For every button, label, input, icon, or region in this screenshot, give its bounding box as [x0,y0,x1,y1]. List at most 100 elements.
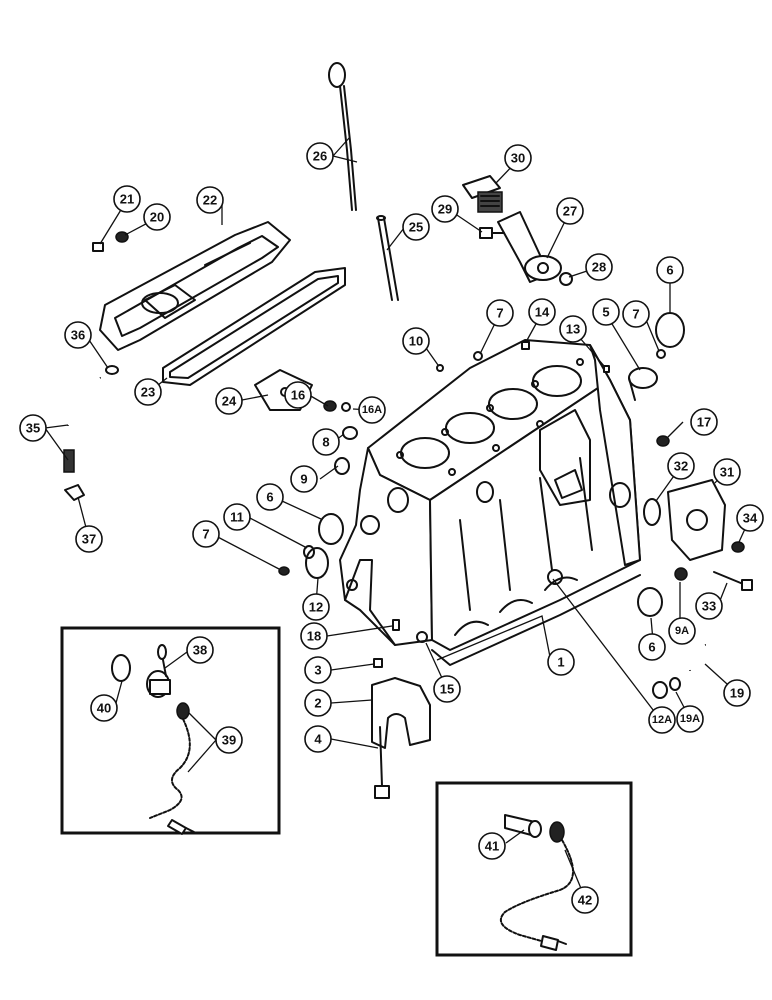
svg-text:15: 15 [440,682,454,697]
hose-clamp [105,365,119,375]
dowel-14 [521,341,530,350]
heater-cable [500,839,574,951]
callout-29: 29 [431,195,459,223]
svg-text:26: 26 [313,149,327,164]
svg-text:16A: 16A [362,404,382,416]
svg-text:6: 6 [648,640,655,655]
callout-16a: 16A [358,396,386,424]
svg-text:6: 6 [266,490,273,505]
fitting-16 [323,400,337,412]
callout-15: 15 [433,675,461,703]
svg-text:40: 40 [97,701,111,716]
plug-10 [436,364,444,372]
svg-text:14: 14 [535,305,550,320]
block-nut [656,435,670,447]
svg-text:3: 3 [314,663,321,678]
expansion-plug-lower [637,587,663,617]
heater-o-ring [111,654,131,682]
callout-11: 11 [223,503,251,531]
dowel-13 [603,365,610,373]
svg-text:9A: 9A [675,625,689,637]
svg-text:32: 32 [674,459,688,474]
valve-cover-gasket [162,267,346,386]
callout-6c: 6 [638,633,666,661]
callout-14: 14 [528,298,556,326]
svg-text:17: 17 [697,415,711,430]
o-ring-28 [559,272,573,286]
svg-text:20: 20 [150,210,164,225]
callout-40: 40 [90,694,118,722]
plug-12a [652,681,668,699]
callout-13: 13 [559,315,587,343]
inset-block-heater [60,626,281,835]
callout-31: 31 [713,458,741,486]
cover-nut [115,231,129,243]
dipstick-tube [376,215,399,301]
svg-text:22: 22 [203,193,217,208]
callout-10: 10 [402,327,430,355]
svg-text:42: 42 [578,893,592,908]
svg-text:18: 18 [307,629,321,644]
callout-16: 16 [284,381,312,409]
water-pump-housing [667,479,726,561]
svg-text:6: 6 [666,263,673,278]
svg-text:29: 29 [438,202,452,217]
callout-27: 27 [556,197,584,225]
svg-text:23: 23 [141,385,155,400]
callout-25: 25 [402,213,430,241]
o-ring-16a [341,402,351,412]
svg-text:13: 13 [566,322,580,337]
filler-bolt [479,227,505,239]
dowel-18 [392,619,400,631]
callout-21: 21 [113,185,141,213]
svg-text:35: 35 [26,421,40,436]
svg-text:21: 21 [120,192,134,207]
svg-text:33: 33 [702,599,716,614]
svg-text:1: 1 [557,655,564,670]
bearing-dowel [373,658,383,668]
svg-text:16: 16 [291,388,305,403]
svg-text:4: 4 [314,732,322,747]
svg-text:31: 31 [720,465,734,480]
svg-text:11: 11 [230,510,244,525]
svg-text:27: 27 [563,204,577,219]
svg-text:38: 38 [193,643,207,658]
svg-text:12A: 12A [652,714,672,726]
svg-text:24: 24 [222,394,237,409]
oil-filler-cap [462,175,503,213]
svg-text:8: 8 [322,435,329,450]
svg-text:12: 12 [309,600,323,615]
breather-hose [63,375,102,473]
plug-7b [473,351,483,361]
callout-23: 23 [134,378,162,406]
plug-small-7c [656,349,666,359]
expansion-plug-front [318,513,344,545]
callout-2: 2 [304,689,332,717]
svg-text:7: 7 [496,306,503,321]
plug-8 [342,426,358,440]
callout-34: 34 [736,504,764,532]
callout-33: 33 [695,592,723,620]
callout-7b: 7 [486,299,514,327]
inset-heater-alt [435,781,633,957]
callout-35: 35 [19,414,47,442]
block-heater [146,644,171,698]
plug-15 [416,631,428,643]
callout-28: 28 [585,253,613,281]
plug-9 [334,457,350,475]
callout-18: 18 [300,622,328,650]
fitting-9a [674,567,688,581]
svg-text:5: 5 [602,305,609,320]
callout-12a: 12A [648,706,676,734]
svg-text:9: 9 [300,472,307,487]
callout-37: 37 [75,525,103,553]
svg-text:19: 19 [730,686,744,701]
main-bearing-cap [371,677,431,749]
callout-22: 22 [196,186,224,214]
callout-41: 41 [478,832,506,860]
dipstick [328,62,357,211]
callout-4: 4 [304,725,332,753]
breather-elbow [64,484,85,501]
svg-text:7: 7 [202,527,209,542]
callout-5: 5 [592,298,620,326]
